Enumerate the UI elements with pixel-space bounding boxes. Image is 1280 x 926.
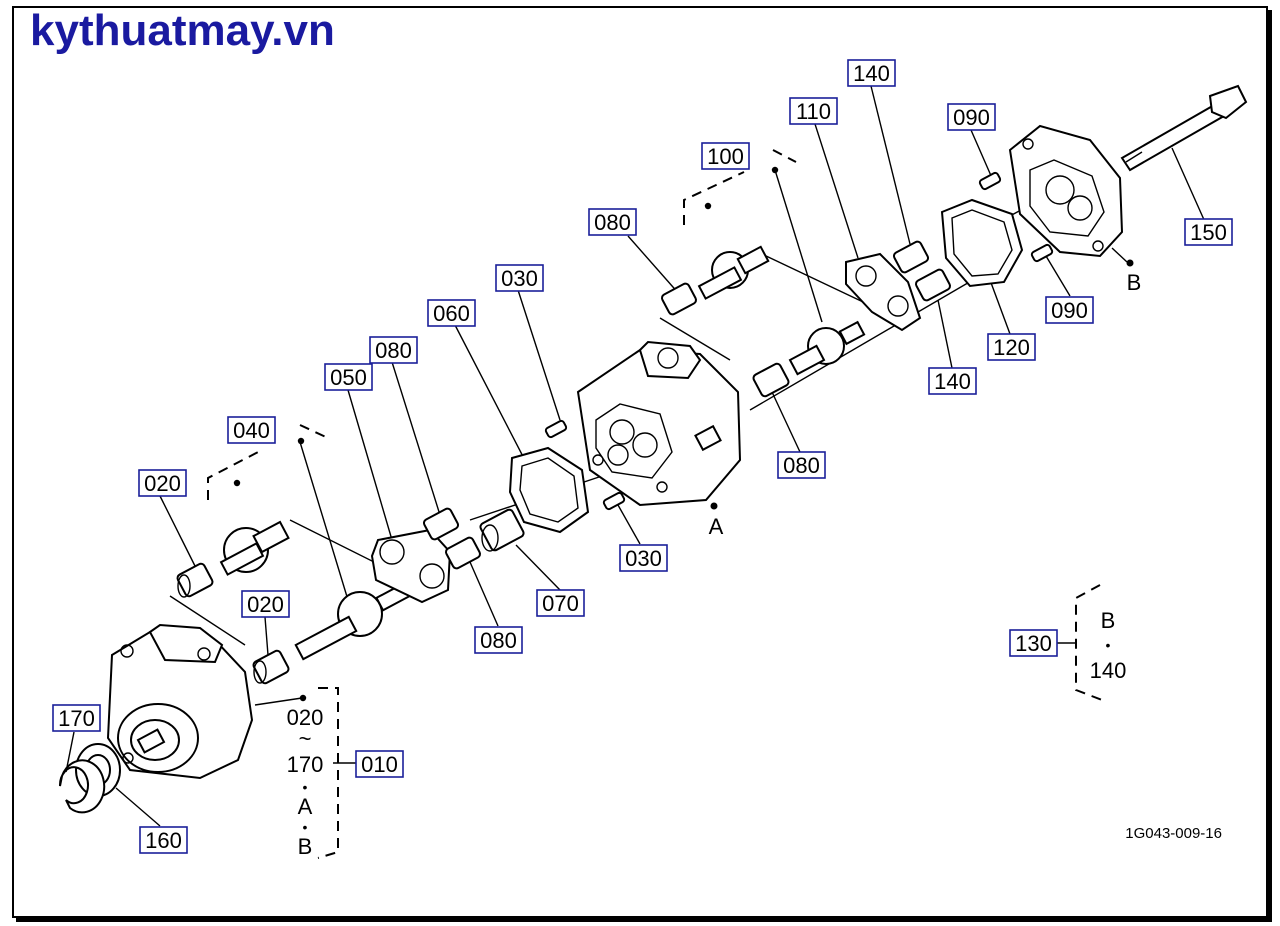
kit-dot: • bbox=[1106, 637, 1111, 653]
svg-text:080: 080 bbox=[783, 453, 820, 478]
callout-080-b: 080 bbox=[588, 208, 637, 236]
callout-130: 130 bbox=[1009, 629, 1058, 657]
kit-130-contents: B • 140 bbox=[1090, 608, 1127, 683]
svg-text:130: 130 bbox=[1015, 631, 1052, 656]
bolt-150 bbox=[1120, 84, 1248, 172]
bushing-020b bbox=[252, 649, 290, 685]
svg-text:030: 030 bbox=[625, 546, 662, 571]
svg-text:120: 120 bbox=[993, 335, 1030, 360]
dowel-pins-030 bbox=[544, 419, 626, 511]
svg-text:140: 140 bbox=[934, 369, 971, 394]
callout-020-top: 020 bbox=[138, 469, 187, 497]
range-a: A bbox=[298, 794, 313, 819]
callout-090-top: 090 bbox=[947, 103, 996, 131]
svg-text:110: 110 bbox=[796, 99, 831, 124]
callout-070: 070 bbox=[536, 589, 585, 617]
range-to: 170 bbox=[287, 752, 324, 777]
assembly-010-range: 020 ~ 170 • A • B bbox=[287, 705, 324, 859]
callout-040: 040 bbox=[227, 416, 276, 444]
bushings-140 bbox=[893, 240, 951, 302]
pump-front-housing bbox=[106, 623, 254, 780]
gasket-060 bbox=[508, 446, 590, 534]
callout-030-bottom: 030 bbox=[619, 544, 668, 572]
callout-170: 170 bbox=[52, 704, 101, 732]
callout-140-top: 140 bbox=[847, 59, 896, 87]
marker-a: A bbox=[709, 514, 724, 539]
callout-080-a: 080 bbox=[369, 336, 418, 364]
callout-140-bottom: 140 bbox=[928, 367, 977, 395]
gear-set-100 bbox=[697, 245, 866, 376]
watermark-logo: kythuatmay.vn bbox=[30, 6, 335, 55]
bushing-020a bbox=[176, 562, 214, 598]
gear-set-040 bbox=[219, 520, 411, 661]
callout-010: 010 bbox=[355, 750, 404, 778]
range-dot-2: • bbox=[303, 819, 308, 835]
svg-text:020: 020 bbox=[144, 471, 181, 496]
callout-030-top: 030 bbox=[495, 264, 544, 292]
callout-160: 160 bbox=[139, 826, 188, 854]
callout-050: 050 bbox=[324, 363, 373, 391]
callout-020-mid: 020 bbox=[241, 590, 290, 618]
svg-text:080: 080 bbox=[375, 338, 412, 363]
range-tilde: ~ bbox=[299, 726, 312, 751]
bushings-080-right bbox=[661, 282, 790, 398]
svg-text:090: 090 bbox=[953, 105, 990, 130]
svg-text:150: 150 bbox=[1190, 220, 1227, 245]
dowel-pins-090 bbox=[978, 171, 1054, 263]
svg-text:050: 050 bbox=[330, 365, 367, 390]
callout-150: 150 bbox=[1184, 218, 1233, 246]
drawing-code: 1G043-009-16 bbox=[1125, 825, 1222, 842]
side-plate-050 bbox=[370, 528, 452, 604]
callout-110: 110 bbox=[789, 97, 838, 125]
kit-140: 140 bbox=[1090, 658, 1127, 683]
range-dot-1: • bbox=[303, 779, 308, 795]
svg-text:020: 020 bbox=[247, 592, 284, 617]
svg-text:030: 030 bbox=[501, 266, 538, 291]
svg-text:040: 040 bbox=[233, 418, 270, 443]
svg-text:170: 170 bbox=[58, 706, 95, 731]
svg-text:010: 010 bbox=[361, 752, 398, 777]
range-b: B bbox=[298, 834, 313, 859]
svg-text:090: 090 bbox=[1051, 298, 1088, 323]
callout-080-c: 080 bbox=[777, 451, 826, 479]
rear-cover bbox=[1008, 124, 1124, 258]
svg-text:080: 080 bbox=[480, 628, 517, 653]
group-brackets bbox=[207, 149, 1134, 859]
frame-shadow-right bbox=[1268, 10, 1272, 922]
callout-060: 060 bbox=[427, 299, 476, 327]
gear-case-block bbox=[576, 340, 742, 507]
callout-080-d: 080 bbox=[474, 626, 523, 654]
kit-b: B bbox=[1101, 608, 1116, 633]
svg-text:080: 080 bbox=[594, 210, 631, 235]
side-plate-110 bbox=[845, 252, 922, 332]
svg-text:060: 060 bbox=[433, 301, 470, 326]
frame-shadow-bottom bbox=[16, 918, 1272, 922]
svg-text:160: 160 bbox=[145, 828, 182, 853]
range-from: 020 bbox=[287, 705, 324, 730]
roller-bearing-070 bbox=[479, 508, 525, 552]
bushings-080-left bbox=[423, 507, 481, 570]
callout-090-bottom: 090 bbox=[1045, 296, 1094, 324]
callout-120: 120 bbox=[987, 333, 1036, 361]
svg-text:140: 140 bbox=[853, 61, 890, 86]
callout-100: 100 bbox=[701, 142, 750, 170]
gasket-120 bbox=[940, 198, 1024, 288]
svg-text:100: 100 bbox=[707, 144, 744, 169]
marker-b: B bbox=[1127, 270, 1142, 295]
snap-ring-170 bbox=[58, 759, 106, 814]
svg-text:070: 070 bbox=[542, 591, 579, 616]
